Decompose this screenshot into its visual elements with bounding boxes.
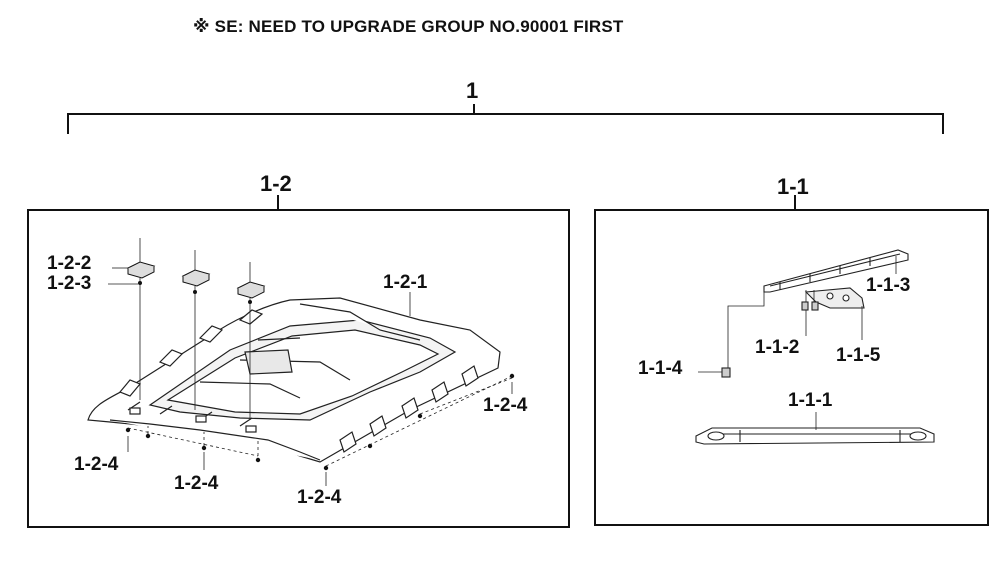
roof-rail <box>695 249 935 445</box>
label-1-1-2: 1-1-2 <box>755 337 800 358</box>
label-1-1-5: 1-1-5 <box>836 345 881 366</box>
upgrade-note: ※ SE: NEED TO UPGRADE GROUP NO.90001 FIR… <box>193 17 624 36</box>
roof-clips <box>126 261 266 299</box>
clip-leader-lines <box>108 238 251 420</box>
fastener-lines <box>127 375 513 467</box>
roof-assembly-box <box>27 209 570 528</box>
label-1-1-4: 1-1-4 <box>638 358 683 379</box>
label-1-2-4-right: 1-2-4 <box>483 395 528 416</box>
roof-panel <box>87 297 501 463</box>
group-1-bracket <box>67 113 944 134</box>
fastener-leaders <box>127 292 513 486</box>
label-1-2: 1-2 <box>260 171 292 196</box>
fastener-dots <box>125 373 515 471</box>
label-1-1-1: 1-1-1 <box>788 390 833 411</box>
rail-leader-lines <box>698 256 897 430</box>
label-1-2-4-bottom: 1-2-4 <box>297 487 342 508</box>
label-1-2-3: 1-2-3 <box>47 273 92 294</box>
label-1-2-4-center: 1-2-4 <box>174 473 219 494</box>
screw-dots <box>138 281 252 304</box>
label-1-2-1: 1-2-1 <box>383 272 428 293</box>
label-1-1: 1-1 <box>777 174 809 199</box>
label-1-2-2: 1-2-2 <box>47 253 92 274</box>
rail-assembly-box <box>594 209 989 526</box>
label-1-2-4-left: 1-2-4 <box>74 454 119 475</box>
label-group-1: 1 <box>466 78 479 103</box>
label-1-1-3: 1-1-3 <box>866 275 911 296</box>
